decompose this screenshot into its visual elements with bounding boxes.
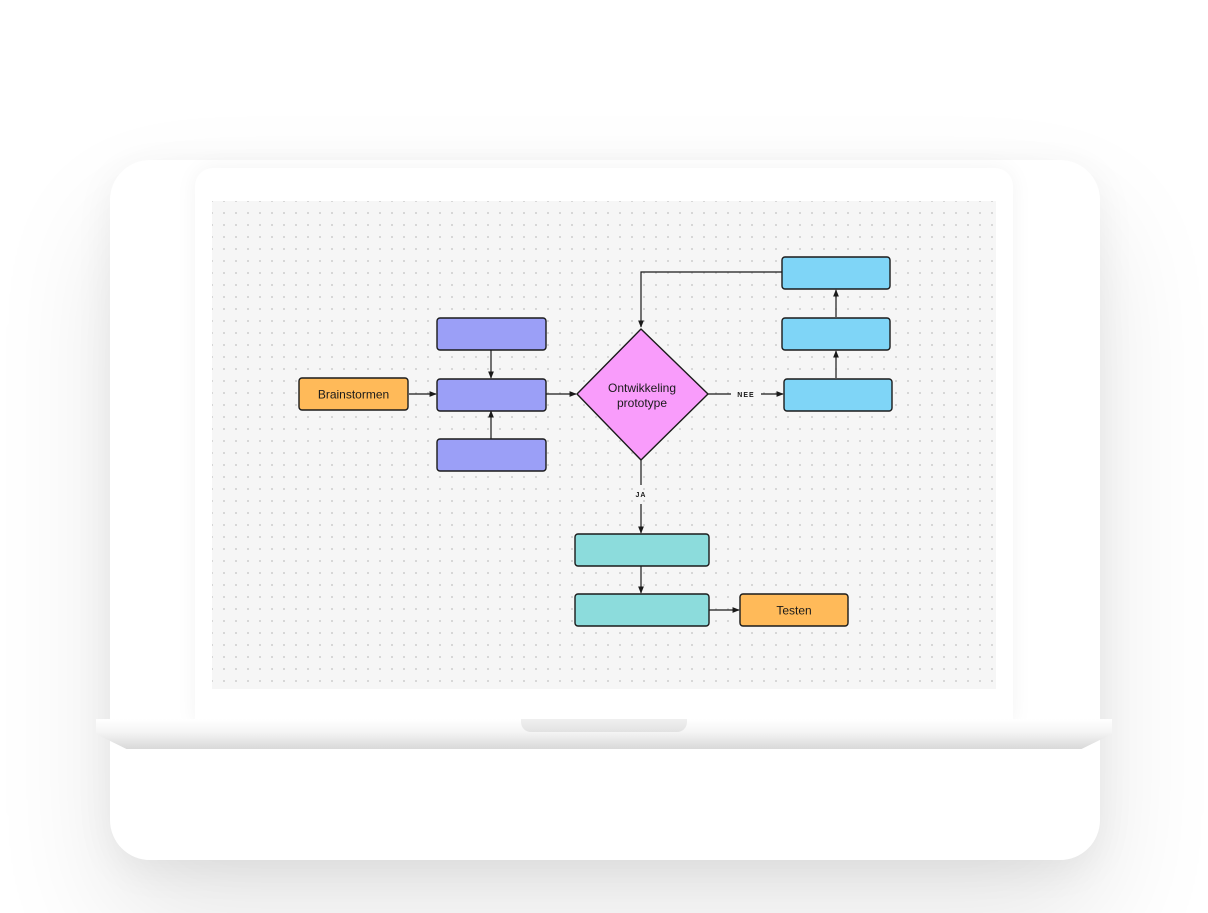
node-blue-top[interactable] (781, 256, 891, 290)
edge-blue-top-loop-to-decision (638, 271, 782, 328)
connectors (409, 271, 839, 613)
node-purple-bottom[interactable] (436, 438, 547, 472)
node-testen[interactable]: Testen (739, 593, 849, 627)
edge-label-ja: JA (636, 492, 647, 499)
node-blue-mid[interactable] (781, 317, 891, 351)
node-teal-bottom[interactable] (574, 593, 710, 627)
node-brainstormen[interactable]: Brainstormen (298, 377, 409, 411)
edge-label-nee: NEE (737, 392, 754, 399)
node-decision-label-line2: prototype (617, 396, 667, 410)
node-purple-mid[interactable] (436, 378, 547, 412)
node-purple-top[interactable] (436, 317, 547, 351)
node-testen-label: Testen (776, 604, 811, 618)
laptop-notch (521, 719, 687, 732)
node-blue-bottom[interactable] (783, 378, 893, 412)
node-decision[interactable]: Ontwikkeling prototype (576, 328, 709, 461)
node-teal-top[interactable] (574, 533, 710, 567)
node-decision-label-line1: Ontwikkeling (608, 381, 676, 395)
node-brainstormen-label: Brainstormen (318, 388, 389, 402)
